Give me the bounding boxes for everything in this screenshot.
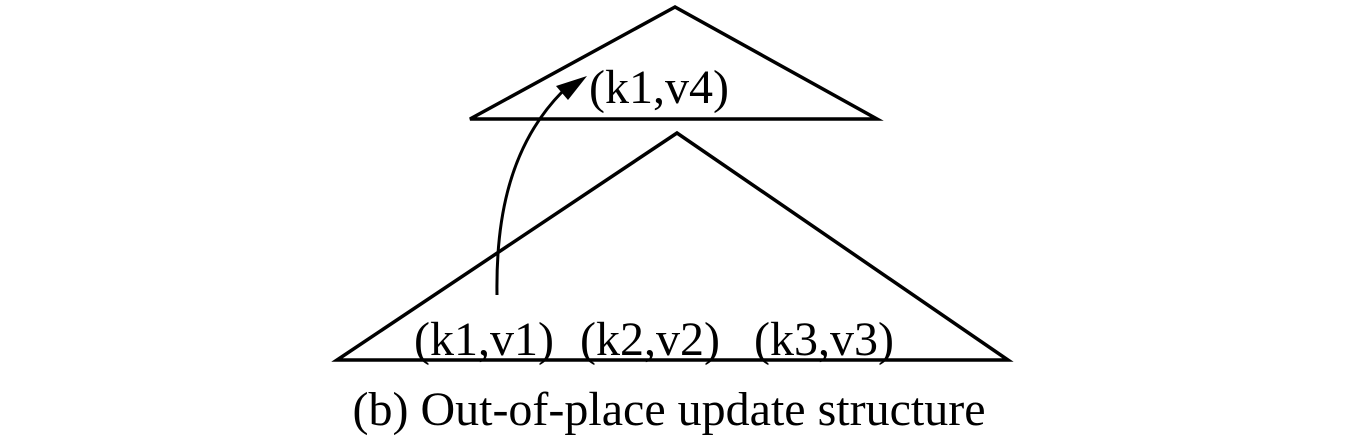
lower-tree-triangle <box>331 130 1014 362</box>
lower-entry-k1-v1: (k1,v1) <box>414 313 554 366</box>
figure-caption: (b) Out-of-place update structure <box>352 383 985 436</box>
lower-entry-k3-v3: (k3,v3) <box>754 313 894 366</box>
upper-tree-triangle <box>469 5 884 121</box>
lower-entry-k2-v2: (k2,v2) <box>580 313 720 366</box>
arrowhead-icon <box>556 76 587 100</box>
upper-entry-k1-v4: (k1,v4) <box>589 61 729 114</box>
update-arrow <box>495 90 564 296</box>
